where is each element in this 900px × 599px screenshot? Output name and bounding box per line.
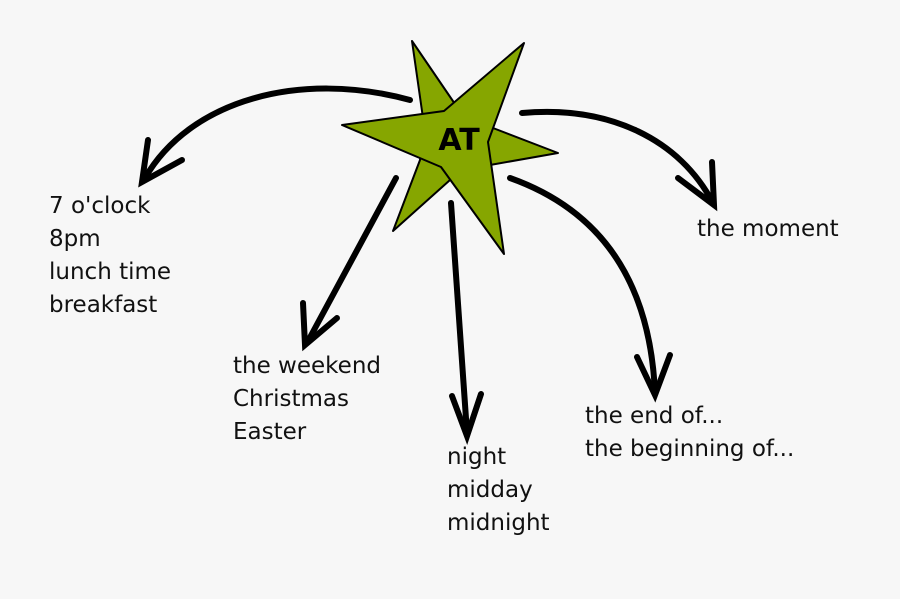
arrow-day-parts: [448, 200, 470, 436]
list-item: 8pm: [49, 226, 101, 252]
group-day-parts: night midday midnight: [447, 441, 550, 540]
group-end-beginning: the end of... the beginning of...: [585, 400, 794, 466]
list-item: lunch time: [49, 259, 172, 285]
list-item: midnight: [447, 510, 550, 536]
list-item: midday: [447, 477, 533, 503]
list-item: Easter: [233, 419, 307, 445]
star-icon: [341, 40, 559, 255]
arrow-holidays: [304, 175, 399, 346]
arrowhead-moment: [675, 159, 718, 212]
arrow-clock-times: [142, 85, 413, 181]
group-clock-times: 7 o'clock 8pm lunch time breakfast: [49, 190, 171, 322]
list-item: the end of...: [585, 403, 724, 429]
list-item: night: [447, 444, 507, 470]
list-item: breakfast: [49, 292, 158, 318]
list-item: 7 o'clock: [49, 193, 151, 219]
arrow-moment: [519, 108, 716, 206]
arrowhead-clock-times: [138, 137, 185, 188]
star-front-shape: [341, 42, 525, 255]
list-item: the beginning of...: [585, 436, 795, 462]
group-holidays: the weekend Christmas Easter: [233, 350, 381, 449]
group-moment: the moment: [697, 213, 839, 246]
list-item: Christmas: [233, 386, 349, 412]
arrow-end-beginning: [507, 175, 658, 396]
list-item: the moment: [697, 216, 839, 242]
arrowhead-day-parts: [449, 391, 484, 445]
list-item: the weekend: [233, 353, 381, 379]
center-label: AT: [438, 123, 480, 158]
arrowhead-end-beginning: [634, 352, 673, 403]
arrowhead-holidays: [300, 300, 340, 352]
